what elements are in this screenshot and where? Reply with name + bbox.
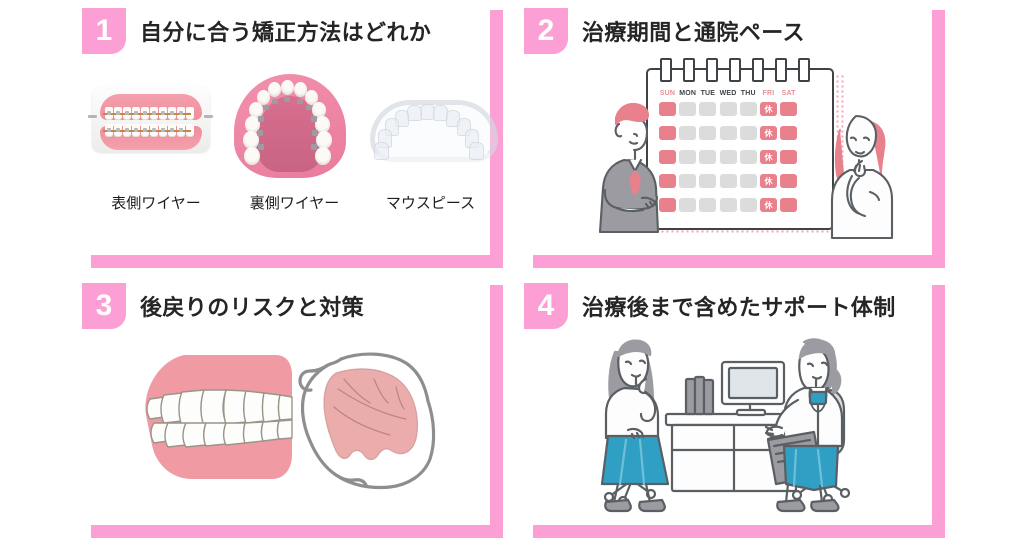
calendar-ring [729,58,741,82]
weekday-tue: TUE [700,90,716,97]
calendar-week-row: 休 [659,198,798,212]
cal-cell [719,198,737,212]
cal-cell [719,126,737,140]
calendar-ring [683,58,695,82]
panel-2: 2 治療期間と通院ペース SUN MON TUE WED THU FRI SAT [520,0,945,268]
panel-1: 1 自分に合う矯正方法はどれか [78,0,503,268]
calendar-week-row: 休 [659,102,798,116]
panel-4-number-badge: 4 [524,283,568,329]
cal-cell [679,126,697,140]
weekday-wed: WED [719,90,737,97]
weekday-fri: FRI [762,90,775,97]
caption-mouthpiece: マウスピース [385,195,476,212]
illustration-teeth-profile [145,355,293,479]
panel-3-number-badge: 3 [82,283,126,329]
cal-cell [739,150,757,164]
cal-cell [659,174,676,188]
cal-cell [780,174,798,188]
figure-man-thinking [598,102,660,234]
cal-cell [659,150,676,164]
cal-cell [719,102,737,116]
cal-cell [699,126,717,140]
calendar-ring [752,58,764,82]
frame-bottom-bar [533,525,945,538]
weekday-sat: SAT [781,90,796,97]
cal-cell [679,174,697,188]
calendar-ring [660,58,672,82]
panel-4-media [520,330,932,520]
panel-4-header: 4 治療後まで含めたサポート体制 [524,283,896,329]
panel-1-number-badge: 1 [82,8,126,54]
cal-cell [780,126,798,140]
figure-woman-thinking [830,114,894,240]
cal-cell-rest: 休 [759,150,777,164]
panel-1-captions: 表側ワイヤー 裏側ワイヤー マウスピース [86,192,498,213]
frame-bottom-bar [91,525,503,538]
panel-3-media [78,345,490,505]
photo-lingual-braces [226,70,354,182]
calendar: SUN MON TUE WED THU FRI SAT 休 [646,68,834,230]
illustration-hawley-retainer [298,352,436,490]
weekday-sun: SUN [659,90,676,97]
cal-cell [780,102,798,116]
caption-labial-wire: 表側ワイヤー [111,195,201,212]
cal-cell [739,126,757,140]
frame-bottom-bar [91,255,503,268]
cal-cell [679,102,697,116]
cal-cell-rest: 休 [759,198,777,212]
cal-cell [739,198,757,212]
panel-4-title: 治療後まで含めたサポート体制 [582,295,896,320]
cal-cell [659,102,676,116]
caption-lingual-wire: 裏側ワイヤー [249,195,340,212]
panel-1-title: 自分に合う矯正方法はどれか [140,20,432,45]
cal-cell [719,150,737,164]
weekday-thu: THU [740,90,756,97]
cal-cell [699,150,717,164]
cal-cell [659,126,676,140]
cal-cell [739,174,757,188]
panel-2-media: SUN MON TUE WED THU FRI SAT 休 [520,58,932,245]
panel-3: 3 後戻りのリスクと対策 [78,275,503,538]
cal-cell [659,198,676,212]
calendar-ring [775,58,787,82]
photo-labial-braces [86,74,216,178]
frame-right-bar [932,10,945,268]
cal-cell [780,198,798,212]
panel-2-title: 治療期間と通院ペース [582,20,805,45]
frame-bottom-bar [533,255,945,268]
calendar-week-row: 休 [659,126,798,140]
calendar-ring [706,58,718,82]
panel-4: 4 治療後まで含めたサポート体制 [520,275,945,538]
panel-3-title: 後戻りのリスクと対策 [140,295,365,320]
cal-cell [699,174,717,188]
weekday-mon: MON [679,90,697,97]
illustration-consultation-scene [600,338,851,513]
photo-clear-aligner [364,82,498,174]
calendar-week-row: 休 [659,150,798,164]
cal-cell [679,150,697,164]
cal-cell [780,150,798,164]
panel-2-header: 2 治療期間と通院ペース [524,8,805,54]
cal-cell-rest: 休 [759,174,777,188]
cal-cell [699,102,717,116]
calendar-week-row: 休 [659,174,798,188]
cal-cell [719,174,737,188]
panel-1-header: 1 自分に合う矯正方法はどれか [82,8,431,54]
frame-right-bar [490,285,503,538]
cal-cell-rest: 休 [759,126,777,140]
frame-right-bar [932,285,945,538]
cal-cell [679,198,697,212]
panel-1-media [78,70,498,185]
calendar-ring [798,58,810,82]
cal-cell-rest: 休 [759,102,777,116]
panel-3-header: 3 後戻りのリスクと対策 [82,283,364,329]
cal-cell [739,102,757,116]
calendar-weekday-header: SUN MON TUE WED THU FRI SAT [659,90,797,97]
cal-cell [699,198,717,212]
panel-2-number-badge: 2 [524,8,568,54]
